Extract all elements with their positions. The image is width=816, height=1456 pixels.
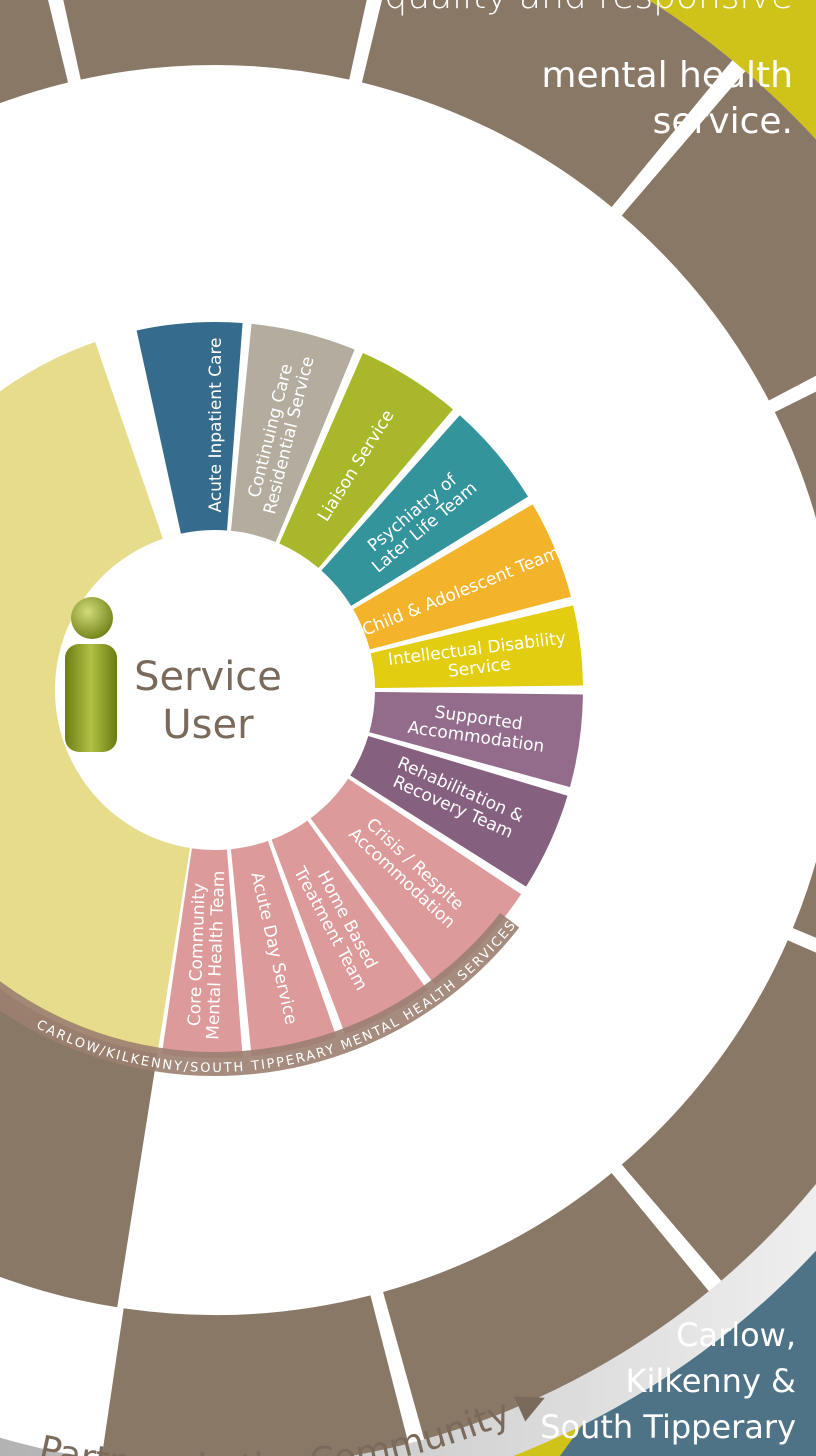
service-label-acute-inpatient-care: Acute Inpatient Care (206, 337, 226, 512)
center-label-service: Service (134, 654, 282, 700)
center-label-user: User (162, 702, 254, 748)
partner-label-primary-care-teams: Primary Care (591, 434, 734, 459)
service-label-core-community: Core Community (185, 883, 210, 1027)
service-segment-acute-inpatient-care (136, 322, 243, 534)
region-line-2: Kilkenny & (626, 1362, 796, 1400)
partner-label-acute-general-hospitals: Acute General (462, 1076, 619, 1101)
partner-segment-primary-care-teams (621, 71, 816, 401)
partner-label-ambulance-service: Service (626, 918, 707, 943)
person-info-icon (65, 597, 117, 752)
left-pale-region (0, 342, 190, 1054)
partner-label-ambulance-service: Ambulance (605, 884, 729, 909)
tagline-line-1: quality and responsive (384, 0, 793, 17)
partner-segment-ambulance-service (792, 861, 816, 938)
partner-segment-education-employment (383, 1172, 733, 1456)
partner-segment-voluntary-organisations (63, 0, 367, 80)
tagline: quality and responsive mental health ser… (384, 0, 793, 142)
service-segment-crisis-respite (310, 778, 522, 986)
partner-label-gps: GPs (491, 255, 532, 280)
left-outer-region (0, 988, 158, 1308)
services-band (0, 912, 520, 1076)
partner-label-voluntary-organisations: Organisations / (225, 131, 392, 156)
service-segment-rehabilitation-recovery (350, 735, 568, 887)
partner-label-acute-general-hospitals: Hospitals (489, 1110, 590, 1135)
service-segment-liaison-service (279, 353, 454, 568)
service-segment-continuing-care (230, 323, 355, 542)
partner-label-carers-relatives-friends: Friends (670, 695, 749, 720)
service-segment-child-adolescent (353, 504, 571, 650)
region-title: Carlow, Kilkenny & South Tipperary (540, 1316, 796, 1446)
partner-label-social-systems: Systems (53, 148, 147, 173)
center-circle (59, 534, 371, 846)
region-line-1: Carlow, (676, 1316, 796, 1354)
service-segment-core-community (161, 848, 243, 1058)
partner-segment-social-systems (0, 0, 69, 104)
partner-label-education-employment: Employment (261, 1237, 401, 1262)
partner-label-carers-relatives-friends: Carers / (667, 627, 753, 652)
service-segment-psychiatry-later-life (321, 415, 529, 606)
partner-label-primary-care-teams: Teams (626, 468, 697, 493)
partner-segment-gardai-youth-groups (101, 1295, 412, 1456)
region-line-3: South Tipperary (540, 1408, 796, 1446)
partner-segment-acute-general-hospitals (621, 940, 816, 1309)
partner-segment-gps (361, 0, 733, 208)
service-segment-intellectual-disability (370, 605, 583, 689)
community-band (0, 1184, 816, 1456)
tagline-line-2: mental health (541, 55, 793, 96)
service-segment-supported-accommodation (369, 691, 583, 788)
partner-label-voluntary-organisations: NGOs (277, 165, 339, 190)
service-segment-acute-day-service (230, 841, 337, 1057)
partner-label-social-systems: Social (67, 114, 132, 139)
partner-label-education-employment: Education (276, 1169, 386, 1194)
partner-label-carers-relatives-friends: Relatives / (653, 661, 768, 686)
service-segment-home-based-treatment (271, 820, 428, 1035)
tagline-line-3: service. (653, 101, 793, 142)
partner-label-voluntary-organisations: Voluntary (256, 97, 361, 122)
partner-segment-carers-relatives-friends (774, 391, 816, 519)
